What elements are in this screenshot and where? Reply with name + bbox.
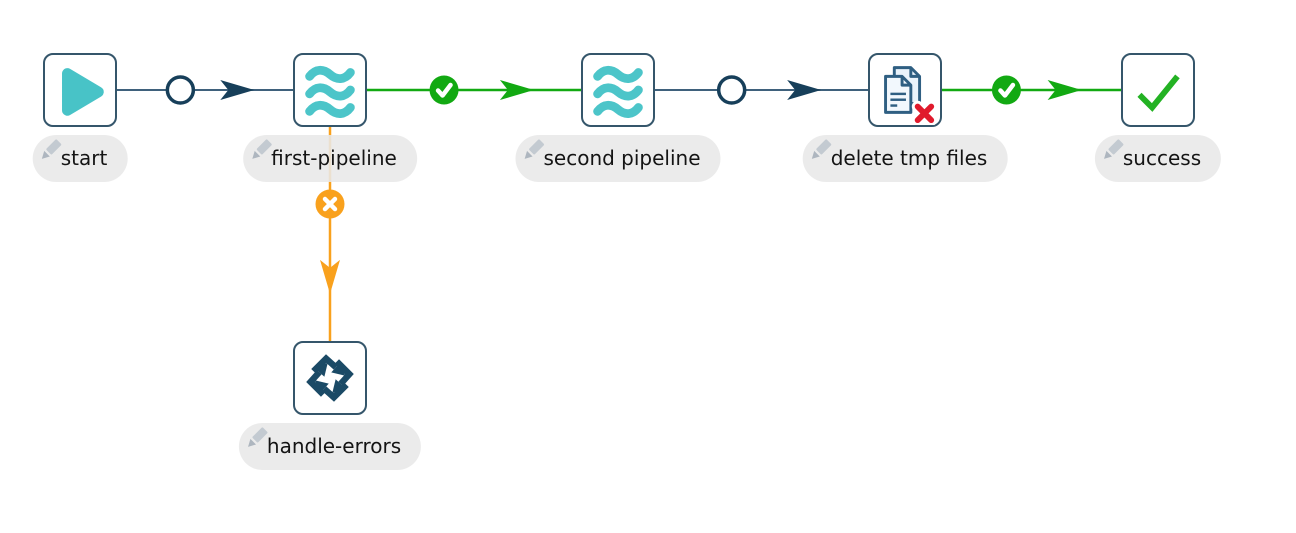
action-label[interactable]: delete tmp files [802, 135, 1008, 182]
action-label-text: handle-errors [266, 434, 402, 458]
delete-files-icon [870, 55, 940, 125]
hop-success[interactable] [367, 75, 581, 105]
hop-arrowhead [1047, 80, 1082, 100]
failure-hop-icon[interactable] [315, 189, 345, 219]
action-label-text: delete tmp files [830, 146, 988, 170]
workflow-action-node[interactable] [293, 341, 367, 415]
action-label[interactable]: second pipeline [515, 135, 721, 182]
action-label-text: success [1122, 146, 1202, 170]
success-hop-icon[interactable] [429, 75, 459, 105]
hop-arrowhead [787, 80, 822, 100]
check-icon [1123, 55, 1193, 125]
edit-pencil-icon [248, 427, 268, 447]
pipeline-icon [295, 55, 365, 125]
workflow-action-node[interactable] [868, 53, 942, 127]
edit-pencil-icon [811, 139, 832, 159]
workflow-action-node[interactable] [293, 53, 367, 127]
action-label[interactable]: start [32, 135, 128, 182]
edit-pencil-icon [41, 139, 62, 159]
workflow-action-node[interactable] [43, 53, 117, 127]
unconditional-hop-icon[interactable] [716, 75, 747, 105]
hop-arrowhead [320, 259, 340, 294]
hop-arrowhead [220, 80, 255, 100]
workflow-action-node[interactable] [581, 53, 655, 127]
unconditional-hop-icon[interactable] [165, 75, 196, 105]
hop-success[interactable] [942, 75, 1121, 105]
workflow-action-node[interactable] [1121, 53, 1195, 127]
action-label-text: first-pipeline [271, 146, 397, 170]
workflow-arrows-icon [295, 343, 365, 413]
hop-unconditional[interactable] [655, 75, 868, 105]
action-label-text: second pipeline [543, 146, 701, 170]
action-label[interactable]: success [1094, 135, 1222, 182]
pipeline-icon [583, 55, 653, 125]
action-label-text: start [60, 146, 108, 170]
edit-pencil-icon [524, 139, 545, 159]
edit-pencil-icon [252, 139, 272, 159]
hop-unconditional[interactable] [117, 75, 293, 105]
edit-pencil-icon [1104, 139, 1124, 159]
play-icon [45, 55, 115, 125]
hop-arrowhead [499, 80, 534, 100]
action-label[interactable]: first-pipeline [243, 135, 417, 182]
action-label[interactable]: handle-errors [238, 423, 422, 470]
success-hop-icon[interactable] [991, 75, 1021, 105]
